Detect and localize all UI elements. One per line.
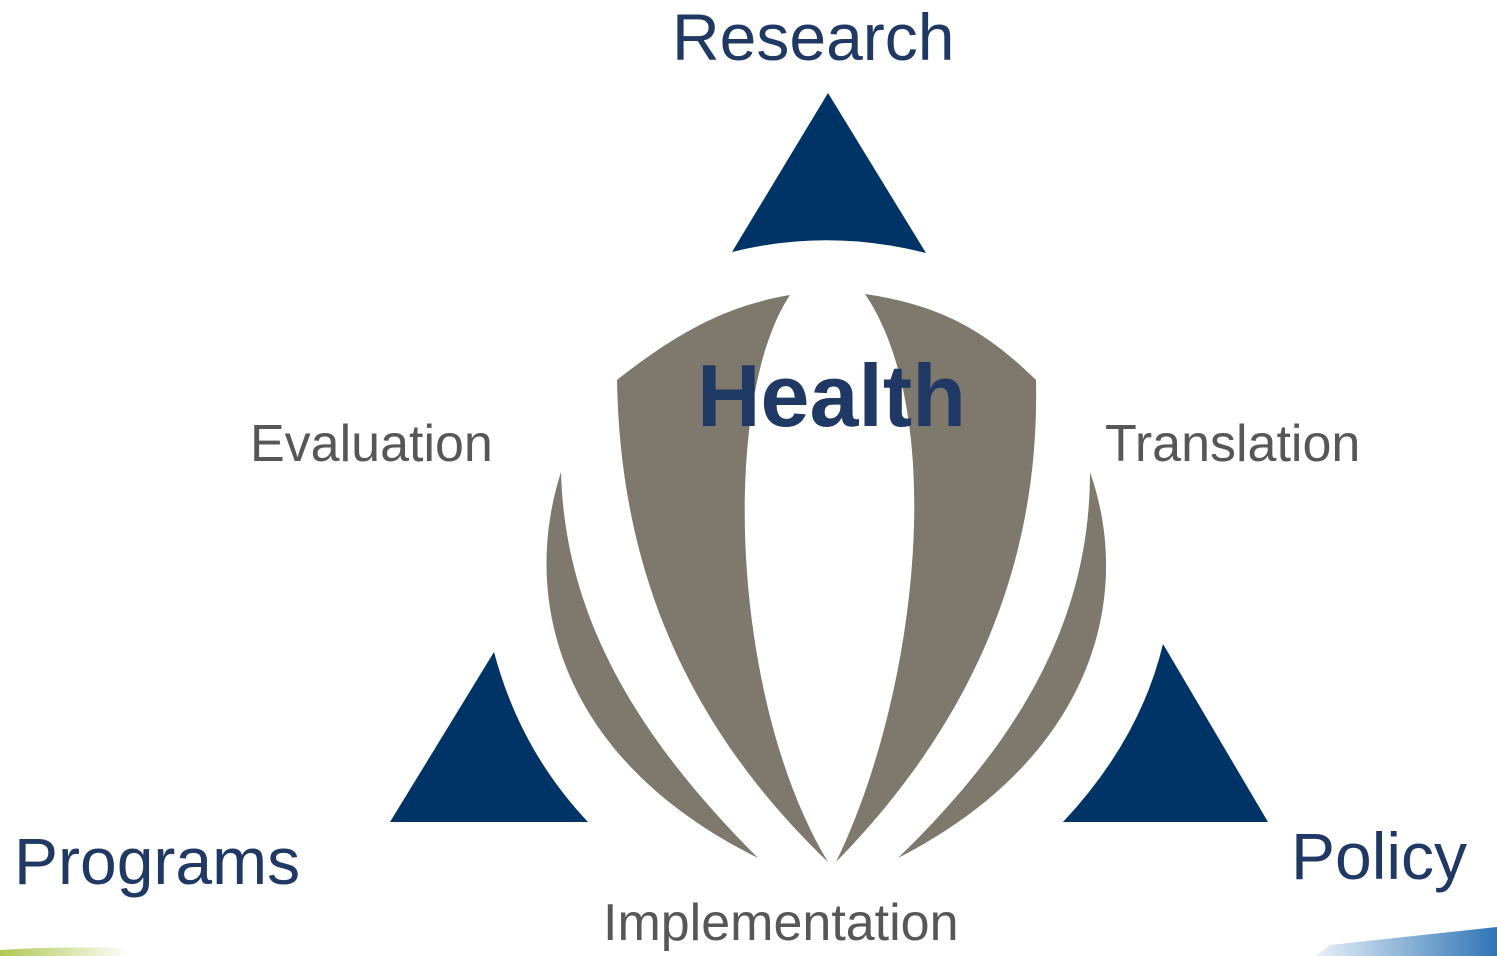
programs-label: Programs	[14, 824, 301, 898]
policy-label: Policy	[1291, 819, 1468, 893]
outer-left-arc	[546, 472, 758, 858]
implementation-label: Implementation	[603, 894, 959, 952]
inner-left-arc	[617, 295, 828, 862]
bottom-right-triangle	[1063, 644, 1268, 822]
evaluation-label: Evaluation	[250, 415, 493, 473]
research-label: Research	[672, 0, 955, 74]
translation-label: Translation	[1105, 415, 1361, 473]
inner-right-arc	[836, 294, 1037, 862]
bottom-left-triangle	[390, 652, 588, 822]
top-triangle	[732, 93, 926, 253]
accent-stripe-green	[0, 947, 130, 956]
accent-stripe-blue	[1315, 927, 1497, 956]
outer-right-arc	[898, 472, 1107, 858]
health-label: Health	[697, 346, 966, 445]
